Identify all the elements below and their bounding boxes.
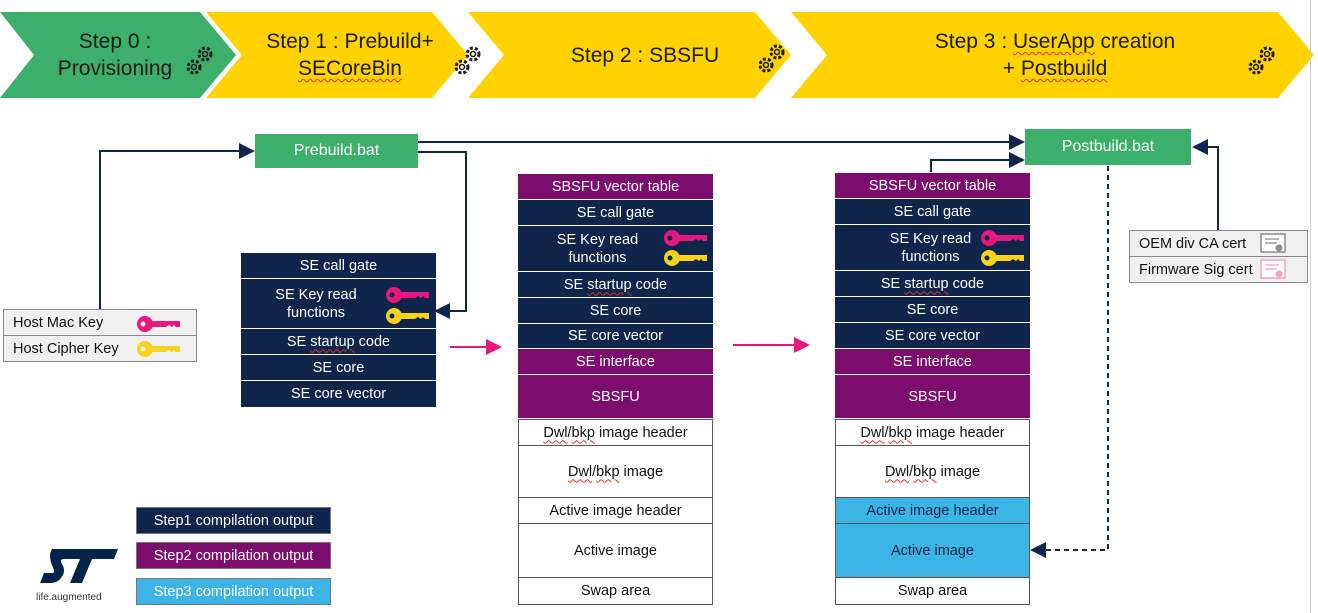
step-0-chevron [0, 12, 236, 98]
sbsfu-se-key-read-functions: SE Key read functions [518, 226, 713, 272]
userapp-se-interface: SE interface [835, 349, 1030, 375]
userapp-se-core-vector: SE core vector [835, 323, 1030, 349]
prebuild-to-secorebin-line [418, 151, 467, 319]
gear-icon [758, 44, 785, 73]
sbsfu-se-call-gate: SE call gate [518, 200, 713, 226]
userapp-se-key-read-functions: SE Key read functions [835, 225, 1030, 271]
secorebin-se-key-read-functions: SE Key read functions [241, 279, 436, 329]
sbsfu-active-image-header: Active image header [518, 497, 713, 524]
certificate-icon [1260, 259, 1286, 279]
firmware-sig-cert-label: Firmware Sig cert [1139, 261, 1253, 278]
secorebin-se-core-vector: SE core vector [241, 381, 436, 408]
sbsfu-active-image: Active image [518, 523, 713, 578]
step-1-label: Step 1 : Prebuild+SECoreBin [266, 30, 434, 80]
sbsfu-se-core-vector: SE core vector [518, 324, 713, 349]
oem-div-ca-cert-label: OEM div CA cert [1139, 235, 1247, 252]
step-1-chevron [206, 12, 468, 98]
userapp-se-startup-code: SE startup code [835, 271, 1030, 297]
secorebin-se-call-gate: SE call gate [241, 253, 436, 279]
step-3-chevron [791, 12, 1314, 98]
sbsfu-dwl-bkp-image-header: Dwl/bkp image header [518, 419, 713, 446]
postbuild-bat-box: Postbuild.bat [1025, 129, 1191, 165]
key-icon [137, 316, 180, 332]
secorebin-se-core: SE core [241, 355, 436, 381]
userapp-se-call-gate: SE call gate [835, 199, 1030, 225]
userapp-dwl-bkp-image-header: Dwl/bkp image header [835, 419, 1030, 446]
host-mac-key-row: Host Mac Key [3, 309, 197, 336]
key-icon [981, 230, 1024, 246]
sbsfu-se-core: SE core [518, 298, 713, 324]
userapp-vector-table: SBSFU vector table [835, 173, 1030, 199]
secorebin-se-startup-code: SE startup code [241, 329, 436, 355]
sbsfu-vector-table: SBSFU vector table [518, 174, 713, 200]
key-icon [664, 250, 707, 266]
gear-icon [1248, 46, 1275, 75]
userapp-active-image-header: Active image header [835, 497, 1030, 524]
userapp-sbsfu: SBSFU [835, 375, 1030, 419]
gear-icon [454, 46, 481, 75]
slide-edge [1310, 0, 1311, 613]
sbsfu-se-interface: SE interface [518, 349, 713, 375]
step-2-chevron [468, 12, 791, 98]
sbsfu-dwl-bkp-image: Dwl/bkp image [518, 445, 713, 498]
step-2-label: Step 2 : SBSFU [570, 43, 720, 67]
legend-step1: Step1 compilation output [136, 507, 331, 534]
st-logo-mark [40, 549, 118, 583]
key-icon [137, 341, 180, 357]
host-cipher-key-row: Host Cipher Key [3, 335, 197, 362]
sbsfu-se-startup-code: SE startup code [518, 272, 713, 298]
userapp-active-image: Active image [835, 523, 1030, 578]
userapp-se-core: SE core [835, 297, 1030, 323]
userapp-dwl-bkp-image: Dwl/bkp image [835, 445, 1030, 498]
key-icon [664, 230, 707, 246]
prebuild-bat-box: Prebuild.bat [255, 134, 418, 168]
userapp-swap-area: Swap area [835, 577, 1030, 605]
postbuild-to-active-image-line [1030, 166, 1109, 558]
step-3-label: Step 3 : UserApp creation+ Postbuild [934, 30, 1176, 80]
key-icon [386, 308, 429, 324]
sbsfu-swap-area: Swap area [518, 577, 713, 605]
st-logo-tagline: life.augmented [36, 592, 102, 603]
keys-to-prebuild-line [99, 143, 255, 309]
userapp-to-postbuild-line [930, 152, 1025, 172]
key-icon [386, 287, 429, 303]
secorebin-column: SE call gate SE Key read functions SE st… [241, 253, 436, 408]
host-mac-key-label: Host Mac Key [13, 314, 104, 331]
gear-icon [186, 46, 213, 75]
certs-to-postbuild-line [1192, 139, 1219, 230]
step-banner [0, 12, 1314, 98]
userapp-column: SBSFU vector table SE call gate SE Key r… [835, 173, 1030, 605]
legend-step2: Step2 compilation output [136, 542, 331, 569]
key-icon [981, 250, 1024, 266]
legend-step3: Step3 compilation output [136, 578, 331, 605]
sbsfu-column: SBSFU vector table SE call gate SE Key r… [518, 174, 713, 605]
host-cipher-key-label: Host Cipher Key [13, 340, 119, 357]
st-logo: life.augmented [34, 545, 120, 605]
sbsfu-sbsfu: SBSFU [518, 375, 713, 419]
certificate-icon [1260, 233, 1286, 253]
step-0-label: Step 0 : Provisioning [57, 30, 173, 80]
